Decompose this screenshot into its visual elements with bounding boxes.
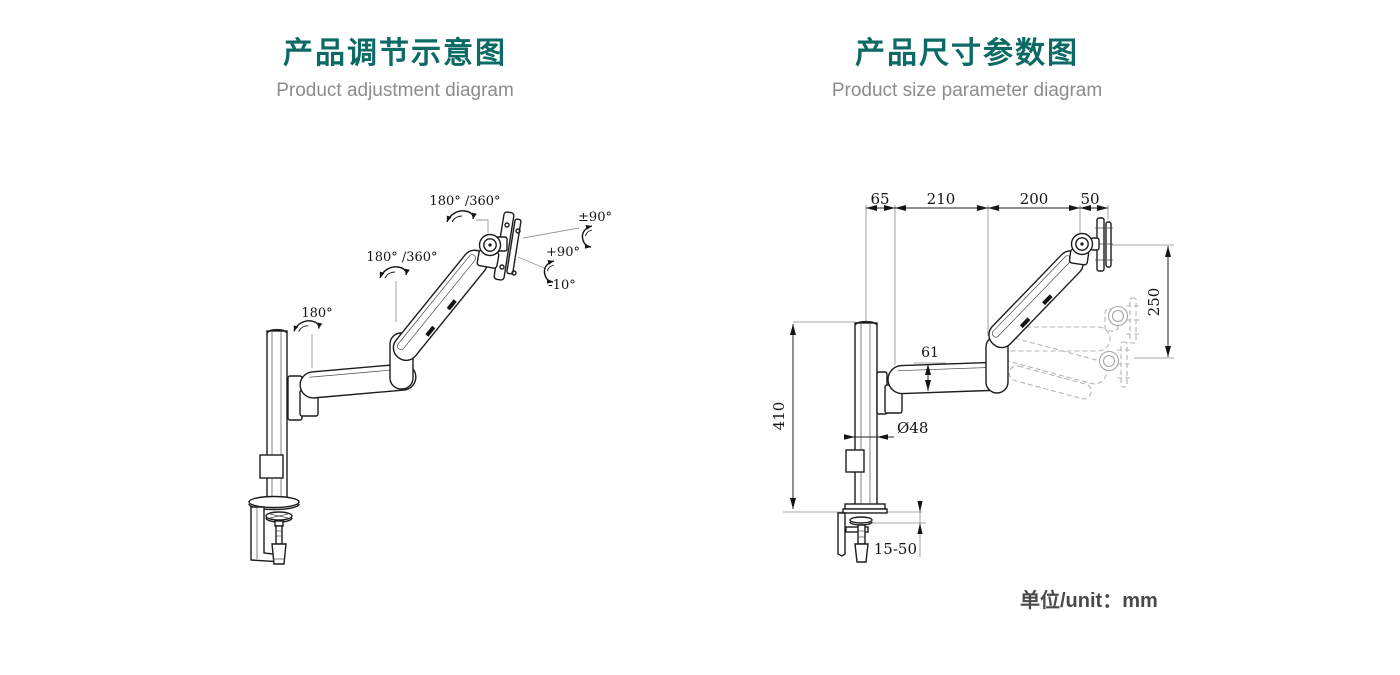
desk-clamp [248,495,300,565]
head-swivel-label: 180° /360° [429,194,500,209]
dim-200: 200 [1020,190,1049,208]
head-joint [1068,232,1100,266]
right-subtitle: Product size parameter diagram [831,80,1103,101]
base-swivel-label: 180° [301,306,332,321]
rotate-icon-arm [379,266,410,279]
rotate-icon-screen [581,225,593,249]
head-joint [476,233,508,269]
leader-lines [311,219,580,368]
pole-collar [845,449,865,473]
dimension-lines [790,205,1171,557]
left-title: 产品调节示意图 [283,37,507,70]
tilt-down-label: -10° [548,278,575,293]
rotate-icon-head [446,210,477,223]
dim-65: 65 [870,190,889,208]
ghost-arm-down [998,337,1131,400]
tilt-icon [543,260,555,284]
right-title: 产品尺寸参数图 [855,37,1079,70]
dim-410: 410 [770,402,788,431]
pole [854,320,878,508]
dim-61: 61 [921,345,939,361]
unit-note: 单位/unit：mm [1020,590,1158,612]
arm-swivel-label: 180° /360° [366,250,437,265]
size-diagram: 65 210 200 50 250 61 410 Ø48 15-50 [770,190,1174,563]
pole-collar [259,454,284,479]
left-subtitle: Product adjustment diagram [276,80,514,101]
extension-lines [783,205,1174,524]
rotate-icon-base [293,320,323,332]
dim-clamp-range: 15-50 [874,540,917,558]
desk-clamp [837,503,888,563]
adjustment-diagram: 180° /360° 180° /360° 180° ±90° +90° -10… [248,194,612,565]
dim-250: 250 [1145,288,1163,317]
pole-bracket [287,375,319,421]
lower-arm [299,363,417,399]
tilt-up-label: +90° [546,245,580,260]
screen-rotation-label: ±90° [578,210,612,225]
dim-50: 50 [1080,190,1099,208]
dim-pole-diameter: Ø48 [897,419,928,437]
dim-210: 210 [927,190,956,208]
